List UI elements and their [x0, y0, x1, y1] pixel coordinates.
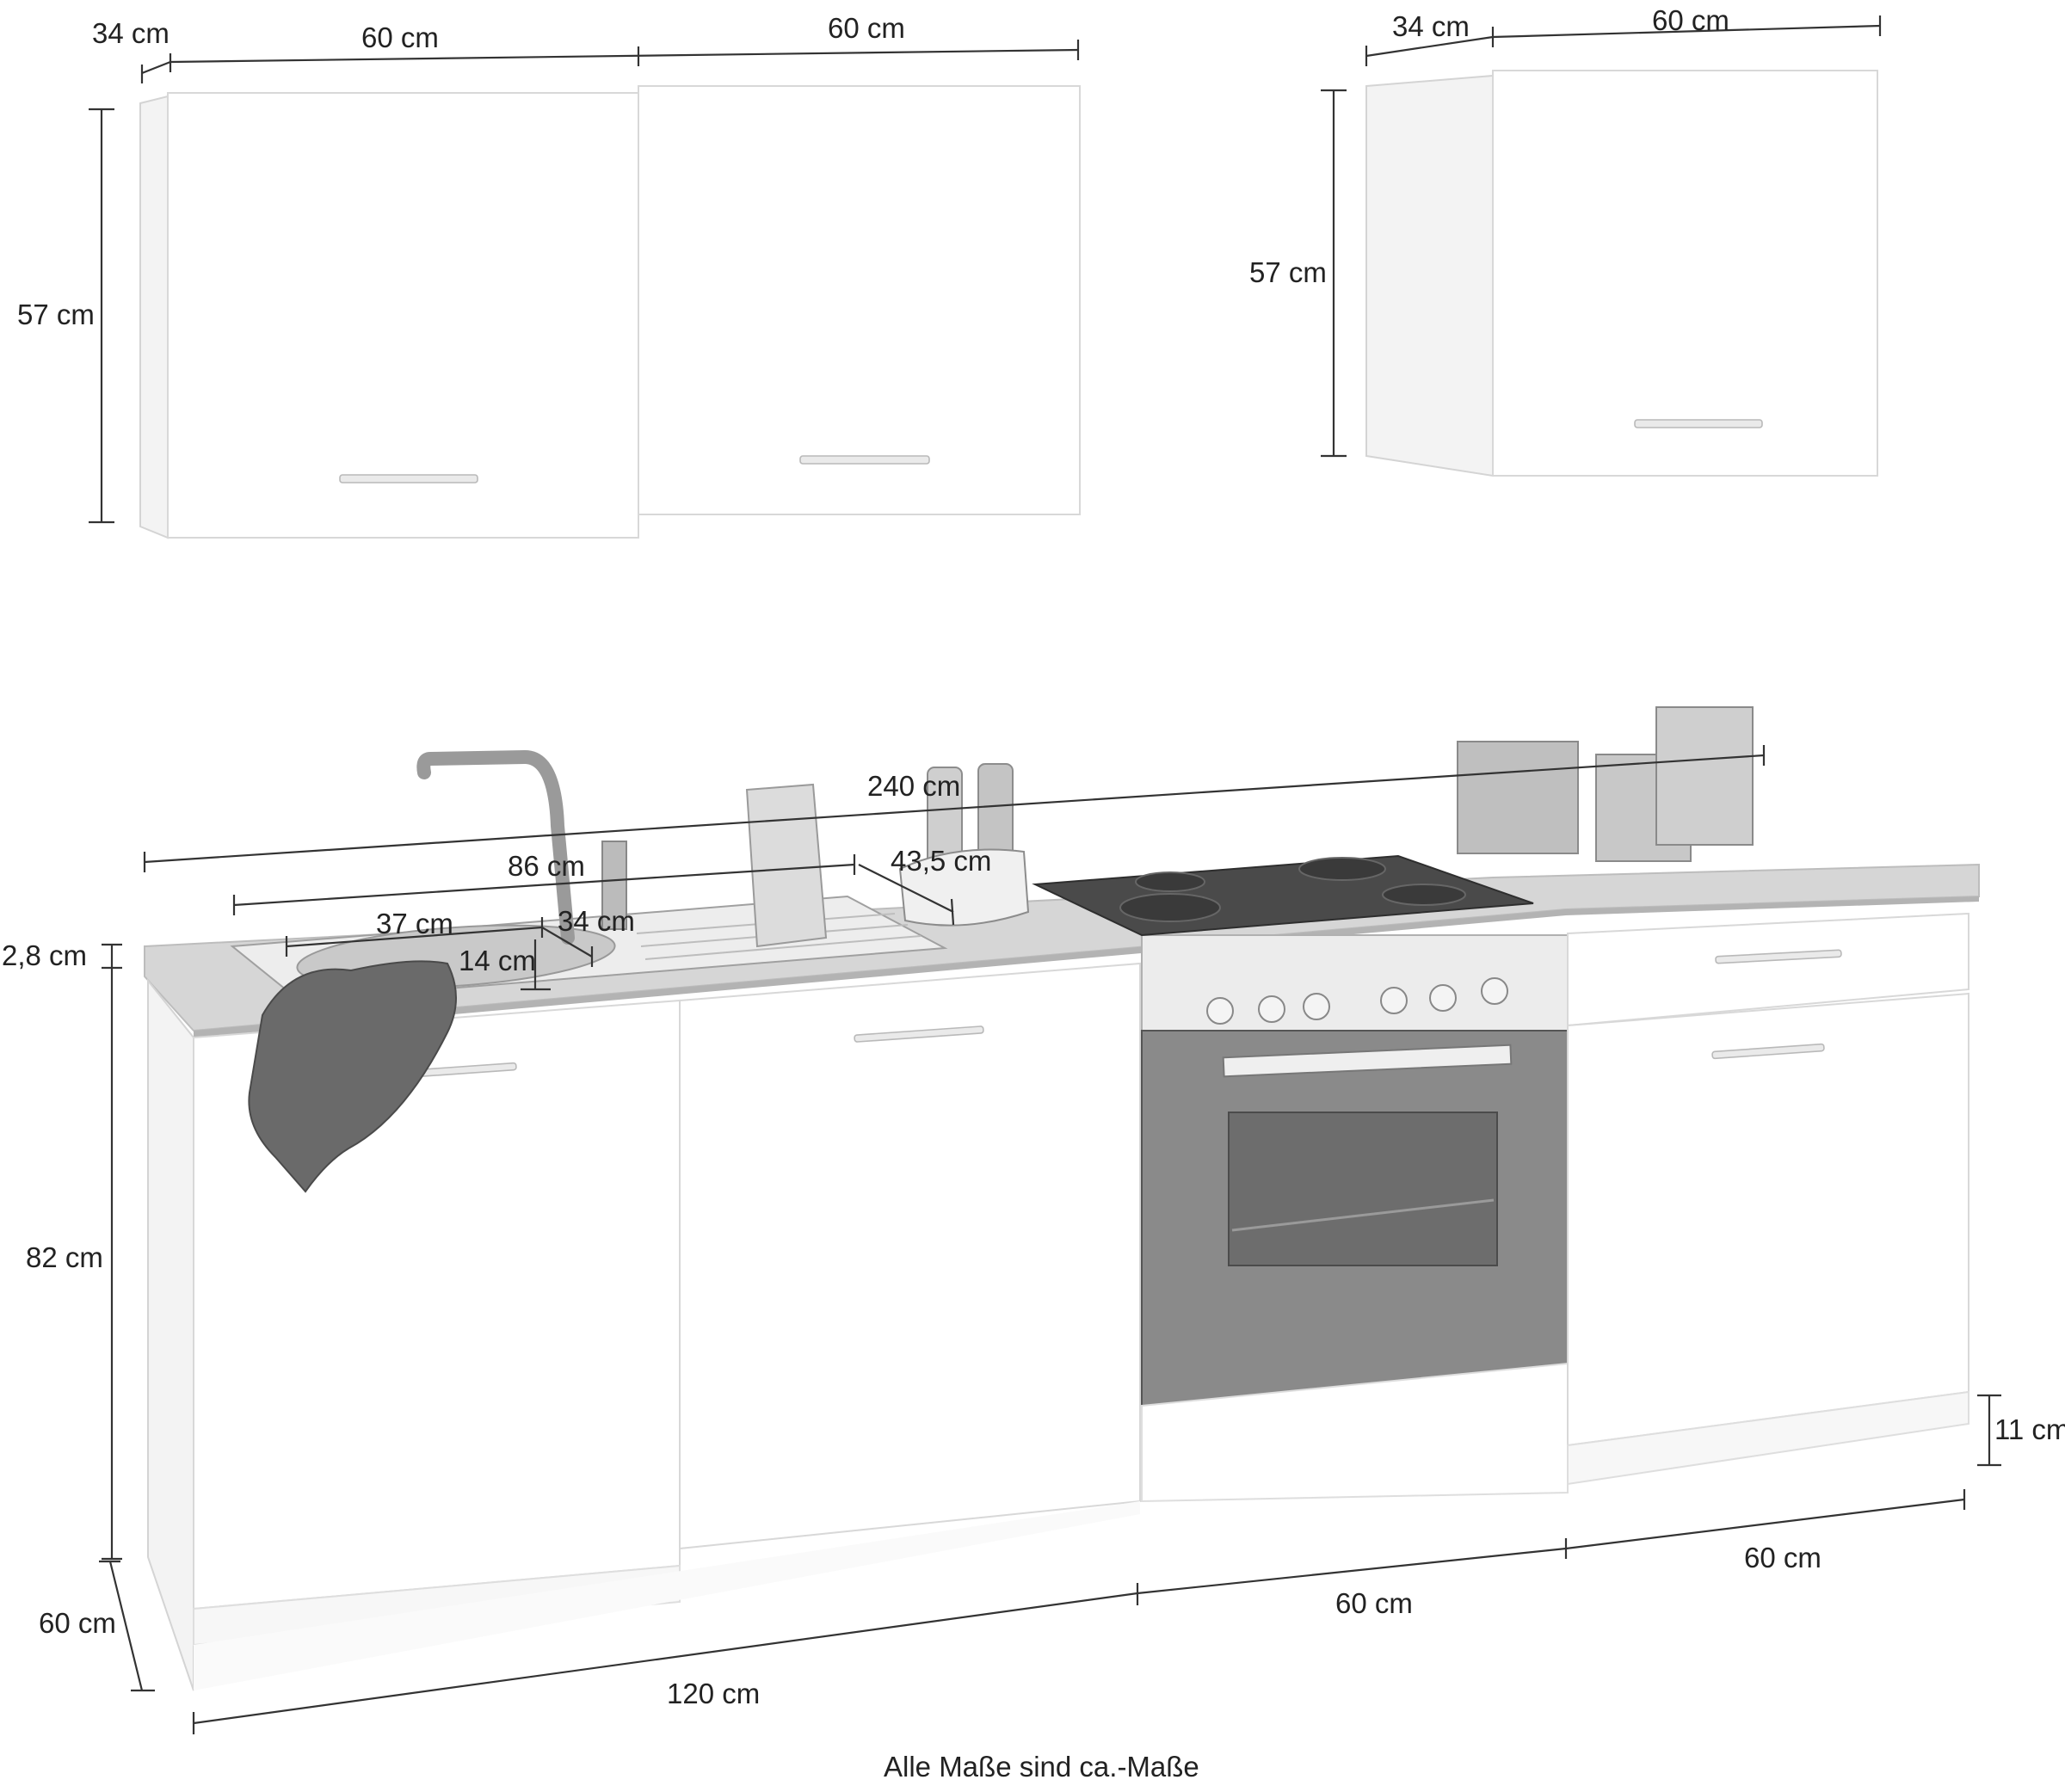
canister-1	[1457, 741, 1579, 854]
wall-left-width-2-label: 60 cm	[828, 12, 905, 44]
wall-cabinet-2-door	[638, 85, 1081, 515]
wall-right-height-label: 57 cm	[1249, 256, 1327, 288]
drawer-cabinet-width-label: 60 cm	[1744, 1542, 1822, 1573]
worktop-thickness-label: 2,8 cm	[2, 939, 87, 971]
oven-handle	[1222, 1044, 1513, 1078]
wall-cabinet-right-side	[1365, 74, 1494, 477]
oven-rack	[1231, 1198, 1495, 1232]
sink-cabinet-width-dim: 120 cm	[192, 1583, 1139, 1734]
drawer-front	[1567, 912, 1969, 1027]
sink-cabinet-plinth	[193, 1564, 681, 1647]
drawer-cabinet-handle	[1711, 1043, 1825, 1060]
canister-3	[1655, 706, 1754, 846]
hob-zone-2	[1135, 871, 1205, 892]
oven-cabinet-width-dim: 60 cm	[1137, 1538, 1568, 1619]
sink-cabinet-right-door	[679, 962, 1141, 1550]
wall-cabinet-1-handle	[339, 474, 478, 483]
wall-left-width-dims: 60 cm 60 cm	[170, 12, 1080, 66]
tea-towel	[248, 960, 457, 1193]
oven-knob-4	[1380, 987, 1408, 1014]
basket-label: 43,5 cm	[891, 845, 991, 877]
wall-right-dims: 34 cm 60 cm 57 cm	[1249, 4, 1882, 458]
drawer-cabinet-door	[1567, 992, 1969, 1447]
base-height-label: 82 cm	[26, 1241, 103, 1273]
base-left-side	[147, 978, 194, 1691]
oven-plinth	[1141, 1362, 1569, 1503]
hob-zone-4	[1382, 884, 1466, 906]
hob-zone-3	[1298, 857, 1386, 881]
wall-left-height-dim: 57 cm	[17, 108, 114, 524]
wall-right-width-label: 60 cm	[1652, 4, 1729, 36]
drawer-handle	[1715, 949, 1842, 964]
wall-cabinet-1-door	[167, 92, 639, 539]
oven-cabinet-width-label: 60 cm	[1335, 1587, 1413, 1619]
basket-dim: 43,5 cm	[858, 845, 991, 926]
wall-left-width-1-label: 60 cm	[361, 22, 439, 53]
base-plinth-shadow	[194, 1501, 1140, 1690]
wall-left-depth-label: 34 cm	[92, 17, 170, 49]
sink-right-handle	[854, 1025, 984, 1043]
worktop-thickness-dim: 2,8 cm	[2, 939, 122, 971]
bowl-height-label: 14 cm	[459, 945, 536, 976]
wall-cabinet-2-handle	[799, 455, 930, 465]
faucet-lever	[601, 841, 627, 930]
faucet	[416, 749, 575, 945]
wall-left-height-label: 57 cm	[17, 299, 95, 330]
bowl-width-label: 37 cm	[376, 908, 453, 939]
approx-dimensions-note: Alle Maße sind ca.-Maße	[884, 1751, 1199, 1783]
oven-knob-1	[1206, 997, 1234, 1025]
oven-knobs	[1206, 977, 1508, 1025]
coffee-bag	[745, 783, 828, 948]
base-height-dim: 82 cm	[26, 968, 122, 1561]
hob-zone-1	[1119, 893, 1221, 922]
bowl-dims: 37 cm 34 cm 14 cm	[285, 905, 635, 991]
oven-knob-6	[1481, 977, 1508, 1005]
sink-width-label: 86 cm	[508, 850, 585, 882]
sink-width-dim: 86 cm	[232, 850, 856, 915]
oven-knob-2	[1258, 995, 1285, 1023]
total-width-label: 240 cm	[867, 770, 960, 802]
wall-left-depth-dim: 34 cm	[92, 17, 172, 83]
plinth-height-dim: 11 cm	[1977, 1394, 2065, 1467]
total-width-dim: 240 cm	[143, 745, 1766, 872]
wall-cabinet-right-door	[1492, 70, 1878, 477]
basket	[898, 848, 1030, 927]
oven-knob-5	[1429, 984, 1457, 1012]
base-depth-dim: 60 cm	[39, 1560, 155, 1692]
drawer-cabinet-plinth	[1567, 1390, 1969, 1486]
oven-window	[1228, 1112, 1498, 1266]
wall-cabinet-right-handle	[1634, 419, 1763, 428]
drawer-cabinet-width-dim: 60 cm	[1565, 1489, 1966, 1573]
wall-right-depth-label: 34 cm	[1392, 10, 1470, 42]
plinth-height-label: 11 cm	[1994, 1413, 2065, 1445]
sink-cabinet-width-label: 120 cm	[667, 1678, 760, 1709]
wall-cabinet-left-side	[139, 95, 169, 539]
base-depth-label: 60 cm	[39, 1607, 116, 1639]
bowl-depth-label: 34 cm	[558, 905, 635, 937]
oven-knob-3	[1303, 993, 1330, 1020]
wall-cabinets-left	[139, 85, 1081, 539]
wall-cabinet-right	[1365, 70, 1878, 477]
